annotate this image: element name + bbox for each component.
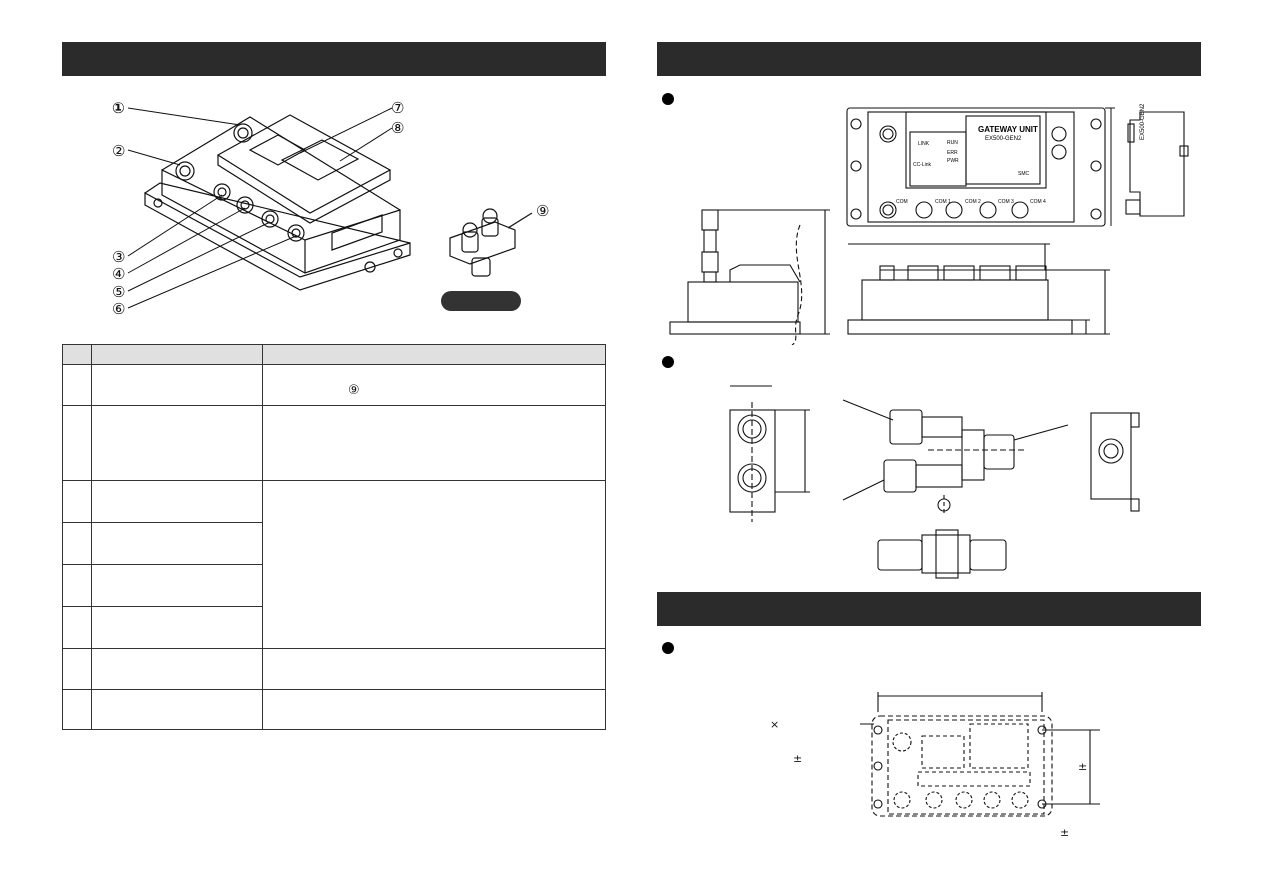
table-row [62,405,606,481]
right-header-bar-top [657,42,1201,76]
callout-4: ④ [112,265,126,283]
right-header-bar-mid [657,592,1201,626]
table-ref-9: ⑨ [348,383,360,398]
table-row [62,689,606,730]
com-text: COM [896,199,908,205]
table-row: ⑨ [62,364,606,406]
bullet-mounting [662,642,674,654]
smc-text: SMC [1018,171,1030,177]
connector-front-drawing [729,385,810,522]
accessory-label-pill [441,291,521,311]
table-row [62,648,606,690]
table-header-desc [262,344,606,365]
mounting-diagram [860,692,1100,817]
com1-text: COM 1 [935,199,951,205]
front-view-drawing [669,209,830,345]
side-view-drawing [1125,111,1189,217]
callout-9: ⑨ [536,202,550,220]
com4-text: COM 4 [1030,199,1046,205]
gateway-unit-text: GATEWAY UNIT [978,125,1038,134]
plusminus-symbol-right: ± [1078,760,1088,773]
table-row [62,564,606,607]
t-connector-drawing [842,399,1069,579]
t-connector-illustration [449,208,533,277]
bullet-connector [662,356,674,368]
err-text: ERR [947,150,958,156]
callout-5: ⑤ [112,283,126,301]
callout-2: ② [112,142,126,160]
plusminus-symbol-left: ± [793,752,803,765]
com2-text: COM 2 [965,199,981,205]
run-text: RUN [947,140,958,146]
top-view-drawing [846,107,1115,227]
table-header-row [62,344,606,365]
table-row [62,522,606,565]
side-model-text: EX500-GEN2 [1140,103,1146,140]
table-header-no [62,344,92,365]
callout-3: ③ [112,248,126,266]
bullet-dimensions [662,93,674,105]
pwr-text: PWR [947,158,959,164]
model-text: EX500-GEN2 [985,136,1022,142]
parts-table: ⑨ [62,344,606,730]
link-text: LINK [918,141,930,147]
left-header-bar [62,42,606,76]
callout-6: ⑥ [112,300,126,318]
connector-side-drawing [1090,412,1140,512]
times-symbol: × [770,718,780,731]
com3-text: COM 3 [998,199,1014,205]
callout-1: ① [112,99,125,117]
callout-7: ⑦ [391,99,405,117]
callout-8: ⑧ [391,119,405,137]
bottom-view-drawing [847,243,1110,335]
table-header-name [91,344,263,365]
cc-link-text: CC-Link [913,162,932,168]
table-row [62,480,606,649]
plusminus-symbol-bottom: ± [1060,826,1070,839]
product-illustration [127,107,411,309]
